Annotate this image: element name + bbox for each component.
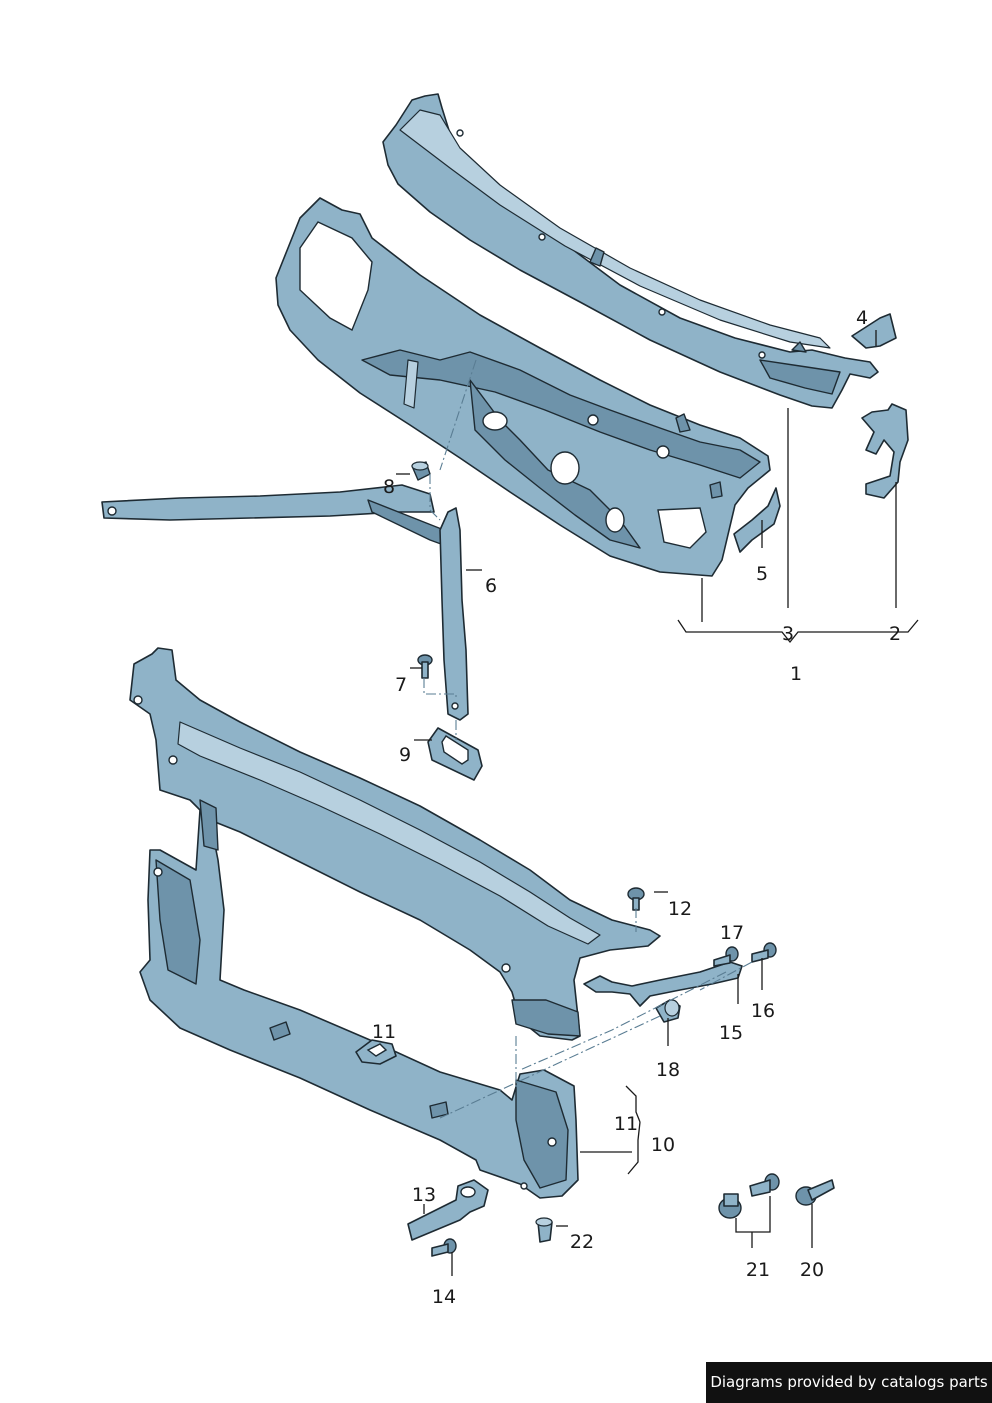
plenum-upper-panel: [382, 93, 879, 409]
nut-8: [411, 461, 431, 481]
grommet-9: [427, 727, 483, 781]
group-brace-10: [625, 1085, 641, 1175]
bolt-7: [417, 654, 433, 679]
label-2: 2: [889, 623, 901, 645]
label-20: 20: [800, 1259, 824, 1281]
clip-11: [355, 1039, 397, 1065]
label-8: 8: [383, 476, 395, 498]
label-15: 15: [719, 1022, 743, 1044]
callout-labels: 1 2 3 4 5 6 7 8 9 10 11 11 12 13 14 15 1…: [372, 307, 901, 1308]
label-9: 9: [399, 744, 411, 766]
label-4: 4: [856, 307, 868, 329]
label-10: 10: [651, 1134, 675, 1156]
label-12: 12: [668, 898, 692, 920]
brace-15: [583, 961, 743, 1007]
label-1: 1: [790, 663, 802, 685]
label-13: 13: [412, 1184, 436, 1206]
strut-assembly: [101, 484, 469, 721]
bolt-14: [431, 1238, 457, 1257]
label-16: 16: [751, 1000, 775, 1022]
label-7: 7: [395, 674, 407, 696]
label-3: 3: [782, 623, 794, 645]
bracket-2: [861, 403, 909, 499]
label-18: 18: [656, 1059, 680, 1081]
lock-carrier: [129, 647, 661, 1199]
bolt-21a: [718, 1193, 742, 1219]
clip-20: [795, 1179, 835, 1206]
bolt-16: [751, 942, 777, 963]
label-6: 6: [485, 575, 497, 597]
nut-22: [535, 1217, 553, 1243]
label-11-group: 11: [614, 1113, 638, 1135]
label-14: 14: [432, 1286, 456, 1308]
assembly-lines: [423, 359, 753, 1119]
bolt-12: [627, 887, 645, 911]
bulkhead-panel: [275, 197, 771, 577]
leader-lines: [396, 330, 897, 1276]
bracket-5: [733, 487, 781, 553]
bolt-17: [713, 946, 739, 967]
bolt-21b: [749, 1173, 780, 1197]
bushing-18: [655, 999, 681, 1023]
label-21: 21: [746, 1259, 770, 1281]
label-11-clip: 11: [372, 1021, 396, 1043]
label-5: 5: [756, 563, 768, 585]
group-brace-1: [677, 619, 919, 644]
credit-banner: Diagrams provided by catalogs parts: [706, 1362, 992, 1403]
bracket-4: [851, 313, 897, 349]
label-22: 22: [570, 1231, 594, 1253]
latch-13: [407, 1179, 489, 1241]
label-17: 17: [720, 922, 744, 944]
